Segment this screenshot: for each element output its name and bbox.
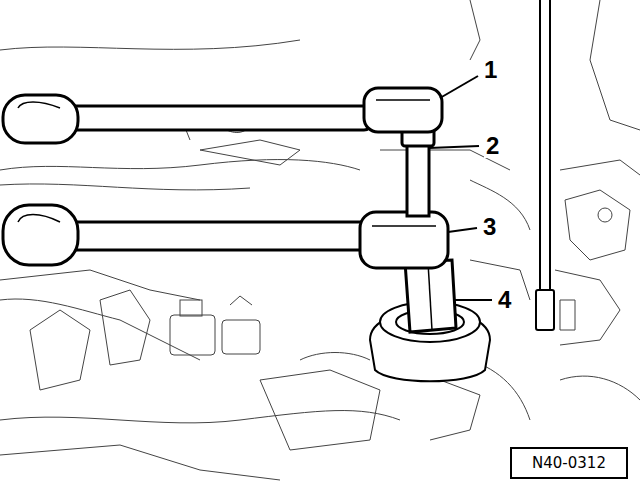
callout-number: 2 — [484, 134, 501, 158]
leader-line — [429, 76, 492, 300]
callout-number: 1 — [482, 58, 499, 82]
callout-number: 3 — [481, 215, 498, 239]
figure-number: N40-0312 — [532, 456, 606, 471]
figure-number-box: N40-0312 — [510, 447, 628, 479]
strut-rod — [536, 0, 554, 330]
callout-number: 4 — [496, 288, 513, 312]
socket — [405, 260, 456, 332]
extension-bar — [402, 126, 434, 216]
ratchet-wrench — [3, 88, 442, 143]
ratchet-wrench — [3, 205, 448, 268]
